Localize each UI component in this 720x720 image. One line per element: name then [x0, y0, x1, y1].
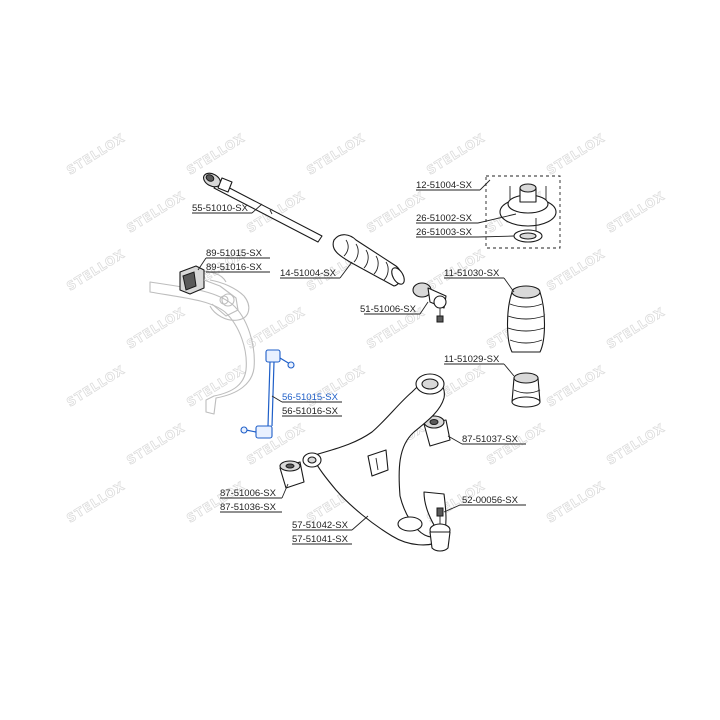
label-87-51036[interactable]: 87-51036-SX: [220, 502, 277, 513]
watermark-text: STELLOX: [544, 363, 607, 410]
watermark-text: STELLOX: [544, 479, 607, 526]
ball-joint: [429, 507, 451, 552]
label-89-51016[interactable]: 89-51016-SX: [206, 262, 263, 273]
front-arm-bushing: [279, 460, 305, 489]
label-55-51010[interactable]: 55-51010-SX: [192, 203, 249, 214]
watermark-text: STELLOX: [304, 131, 367, 178]
bump-stop: [511, 372, 541, 408]
watermark-text: STELLOX: [604, 305, 667, 352]
label-56-51016[interactable]: 56-51016-SX: [282, 406, 339, 417]
watermark-text: STELLOX: [604, 189, 667, 236]
watermark-text: STELLOX: [64, 247, 127, 294]
label-57-51042[interactable]: 57-51042-SX: [292, 520, 349, 531]
label-56-51015-selected[interactable]: 56-51015-SX: [282, 392, 339, 403]
watermark-text: STELLOX: [184, 131, 247, 178]
watermark-text: STELLOX: [64, 363, 127, 410]
label-87-51006[interactable]: 87-51006-SX: [220, 488, 277, 499]
label-89-51015[interactable]: 89-51015-SX: [206, 248, 263, 259]
stabilizer-bushing: [179, 265, 239, 317]
watermark-text: STELLOX: [64, 479, 127, 526]
watermark-text: STELLOX: [124, 189, 187, 236]
leader-lines: [192, 179, 526, 545]
part-labels: 55-51010-SX 89-51015-SX 89-51016-SX 14-5…: [192, 180, 519, 545]
watermark-text: STELLOX: [544, 247, 607, 294]
watermark-text: STELLOX: [604, 421, 667, 468]
label-11-51029[interactable]: 11-51029-SX: [444, 354, 500, 365]
watermark-text: STELLOX: [544, 131, 607, 178]
watermark-text: STELLOX: [244, 421, 307, 468]
label-26-51002[interactable]: 26-51002-SX: [416, 213, 473, 224]
watermark-text: STELLOX: [124, 305, 187, 352]
tie-rod-end: [412, 282, 447, 323]
label-52-00056[interactable]: 52-00056-SX: [462, 495, 519, 506]
stabilizer-link: [240, 349, 295, 439]
label-57-51041[interactable]: 57-51041-SX: [292, 534, 349, 545]
label-26-51003[interactable]: 26-51003-SX: [416, 227, 473, 238]
inner-tie-rod: [203, 172, 323, 243]
label-11-51030[interactable]: 11-51030-SX: [444, 268, 500, 279]
lower-control-arm: [302, 373, 447, 546]
label-14-51004[interactable]: 14-51004-SX: [280, 268, 337, 279]
watermark-text: STELLOX: [64, 131, 127, 178]
watermark-text: STELLOX: [244, 305, 307, 352]
steering-boot: [332, 234, 405, 287]
label-51-51006[interactable]: 51-51006-SX: [360, 304, 417, 315]
watermark-text: STELLOX: [424, 131, 487, 178]
label-87-51037[interactable]: 87-51037-SX: [462, 434, 519, 445]
strut-boot: [506, 285, 546, 353]
label-12-51004[interactable]: 12-51004-SX: [416, 180, 473, 191]
strut-mount-group: [485, 175, 561, 249]
watermark-text: STELLOX: [124, 421, 187, 468]
